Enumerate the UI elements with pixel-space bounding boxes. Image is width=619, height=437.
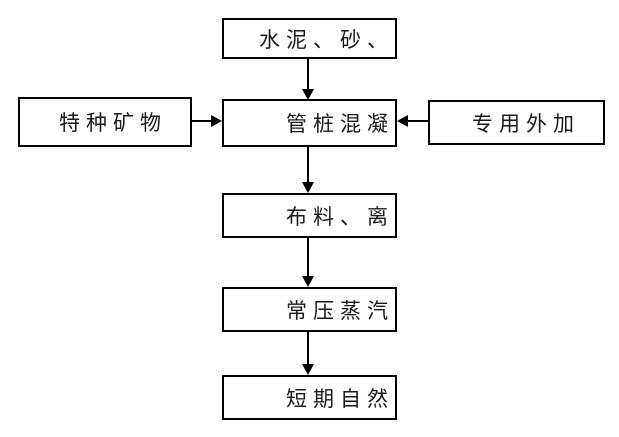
flow-node-special-minerals-label: 特种矿物 — [59, 111, 167, 135]
flow-node-fabric-centrifuge: 布料、离 — [222, 193, 397, 238]
flow-node-steam-curing-label: 常压蒸汽 — [286, 298, 394, 323]
flow-node-special-minerals: 特种矿物 — [18, 97, 192, 147]
arrow-minerals-to-concrete-line — [192, 120, 212, 122]
flow-node-special-admixture-label: 专用外加 — [472, 111, 580, 136]
arrow-raw-to-concrete-line — [307, 59, 309, 90]
flow-node-fabric-centrifuge-label: 布料、离 — [286, 204, 394, 229]
flow-node-natural-curing: 短期自然 — [222, 375, 397, 420]
arrow-fabric-to-steam-head-icon — [302, 276, 314, 287]
arrow-fabric-to-steam-line — [307, 238, 309, 277]
flow-node-steam-curing: 常压蒸汽 — [222, 287, 397, 332]
arrow-concrete-to-fabric-head-icon — [302, 182, 314, 193]
arrow-admixture-to-concrete-head-icon — [397, 115, 408, 127]
flow-node-pipe-pile-concrete: 管桩混凝 — [222, 99, 397, 147]
arrow-concrete-to-fabric-line — [307, 147, 309, 183]
flow-node-raw-materials: 水泥、砂、 — [222, 18, 397, 59]
arrow-minerals-to-concrete-head-icon — [211, 115, 222, 127]
flow-node-natural-curing-label: 短期自然 — [286, 386, 394, 411]
flow-node-pipe-pile-concrete-label: 管桩混凝 — [286, 112, 394, 136]
arrow-admixture-to-concrete-line — [407, 120, 428, 122]
arrow-steam-to-natural-head-icon — [302, 364, 314, 375]
arrow-raw-to-concrete-head-icon — [302, 89, 314, 100]
arrow-steam-to-natural-line — [307, 332, 309, 365]
flow-node-special-admixture: 专用外加 — [428, 100, 605, 145]
flow-node-raw-materials-label: 水泥、砂、 — [259, 27, 394, 52]
